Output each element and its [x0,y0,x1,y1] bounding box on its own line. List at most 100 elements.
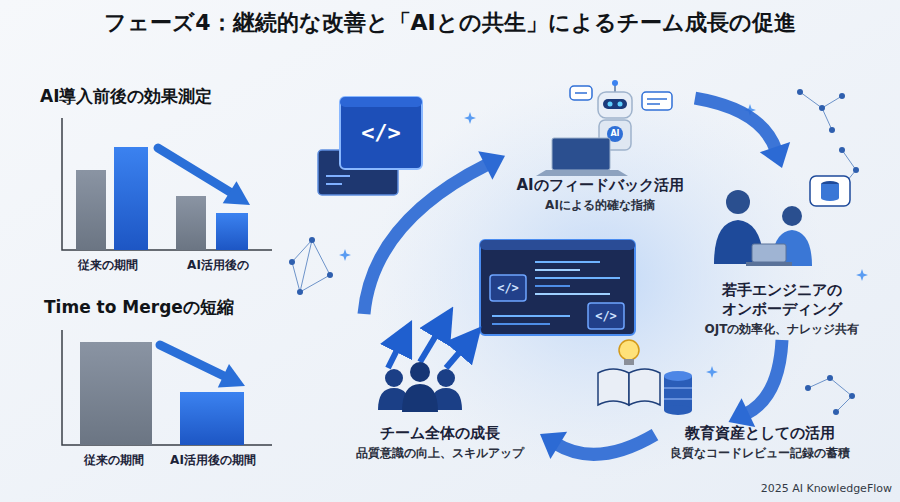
speech-bubble [570,86,592,100]
axis-label: AI活用後の期間 [158,453,268,467]
person-head [726,190,750,214]
chart-axis [62,330,272,445]
network-line [800,92,842,130]
lightbulb [619,340,639,360]
network-dot [839,93,845,99]
code-symbol: </> [586,309,626,323]
axis-label: 従来の期間 [60,258,156,272]
bar-before [76,170,106,250]
code-symbol: </> [488,281,528,295]
network-dot [829,127,835,133]
trend-arrow-shaft [158,148,230,192]
code-line [535,269,580,271]
network-line [292,240,330,292]
network-dot [853,167,859,173]
robot-antenna-tip [612,80,618,86]
book-page [598,369,629,405]
step-heading: 若手エンジニアの オンボーディング [700,281,864,319]
window-bar [340,97,422,107]
sparkle [339,249,351,261]
person-head [782,206,802,226]
arrow-shaft [695,98,776,150]
bar-after-blue [216,213,248,250]
robot-eye [618,102,623,107]
network-dot [805,385,811,391]
chart-axis [62,118,272,250]
screen-bar [480,240,635,250]
growth-arrow [446,340,470,368]
cycle-step: 教育資産としての活用良質なコードレビュー記録の蓄積 [655,422,865,464]
sparkle [856,269,868,281]
network-dot [327,272,333,278]
robot-head [598,92,632,118]
arrow-head [540,432,567,459]
cycle-arrow [729,340,783,427]
bar-before [80,342,152,445]
code-symbol: </> [351,120,411,146]
lightbulb-base [624,359,634,365]
book-page [629,369,660,405]
arrow-head [760,142,790,168]
growth-arrow [420,322,444,362]
cycle-arrow [695,98,790,168]
network-dot [297,289,303,295]
team-head [385,369,403,387]
team-body [402,384,438,412]
db-top [664,371,692,381]
cycle-step: AIのフィードバック活用 AIによる的確な指摘 [505,82,695,216]
code-screen [480,240,635,335]
shared-laptop [752,244,786,262]
chart-heading: AI導入前後の効果測定 [40,86,300,106]
network-dot [839,147,845,153]
step-body: 良質なコードレビュー記録の蓄積 [670,446,850,462]
step-body: 品質意識の向上、スキルアップ [356,446,524,462]
trend-arrow-head [223,181,250,205]
growth-arrow [388,336,404,368]
code-line [535,261,600,263]
laptop-screen [552,138,610,170]
bar-after [176,196,206,250]
robot-visor [603,99,627,109]
code-line [492,323,550,325]
bar-after [180,392,244,445]
team-head [437,369,455,387]
db-ring [664,388,692,389]
bubble-line [647,103,660,105]
laptop-base [536,170,628,176]
step-heading: AIのフィードバック活用 [516,176,683,195]
code-line [535,285,570,287]
team-head [410,362,430,382]
code-window [340,97,422,169]
sparkle [464,112,476,124]
network-lines [292,92,856,412]
speech-bubble [642,92,672,110]
code-line [326,175,350,177]
network-dot [309,237,315,243]
arrow-head [478,151,505,180]
bubble-line [647,98,667,100]
network-dot [849,393,855,399]
step-body: OJTの効率化、ナレッジ共有 [705,322,860,338]
diagram-title: フェーズ4：継続的な改善と「AIとの共生」によるチーム成長の促進 [0,9,900,38]
footer-credit: 2025 AI KnowledgeFlow [740,482,892,495]
axis-label: AI活用後の [170,258,266,272]
trend-arrow-head [218,364,245,387]
bar-before-blue [114,147,148,250]
trend-arrow-shaft [160,345,224,376]
network-dot [797,89,803,95]
code-line [492,315,570,317]
step-heading: チーム全体の成長 [380,424,500,443]
code-line [326,183,342,185]
robot-badge-text: AI [605,129,625,139]
network-dot [289,259,295,265]
arrow-shaft [745,340,782,414]
step-heading: 教育資産としての活用 [685,424,835,443]
step-body: AIによる的確な指摘 [545,198,655,214]
db-ring [664,399,692,400]
network-dot [827,375,833,381]
db-bottom [664,405,692,415]
network-dot [819,105,825,111]
